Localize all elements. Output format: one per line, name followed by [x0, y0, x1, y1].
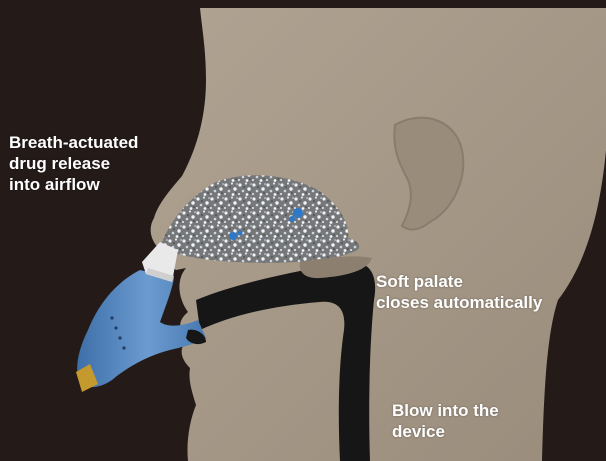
label-breath-actuated: Breath-actuated drug release into airflo…	[9, 132, 138, 195]
label-soft-palate: Soft palate closes automatically	[376, 271, 542, 313]
label-blow-into-device: Blow into the device	[392, 400, 499, 442]
